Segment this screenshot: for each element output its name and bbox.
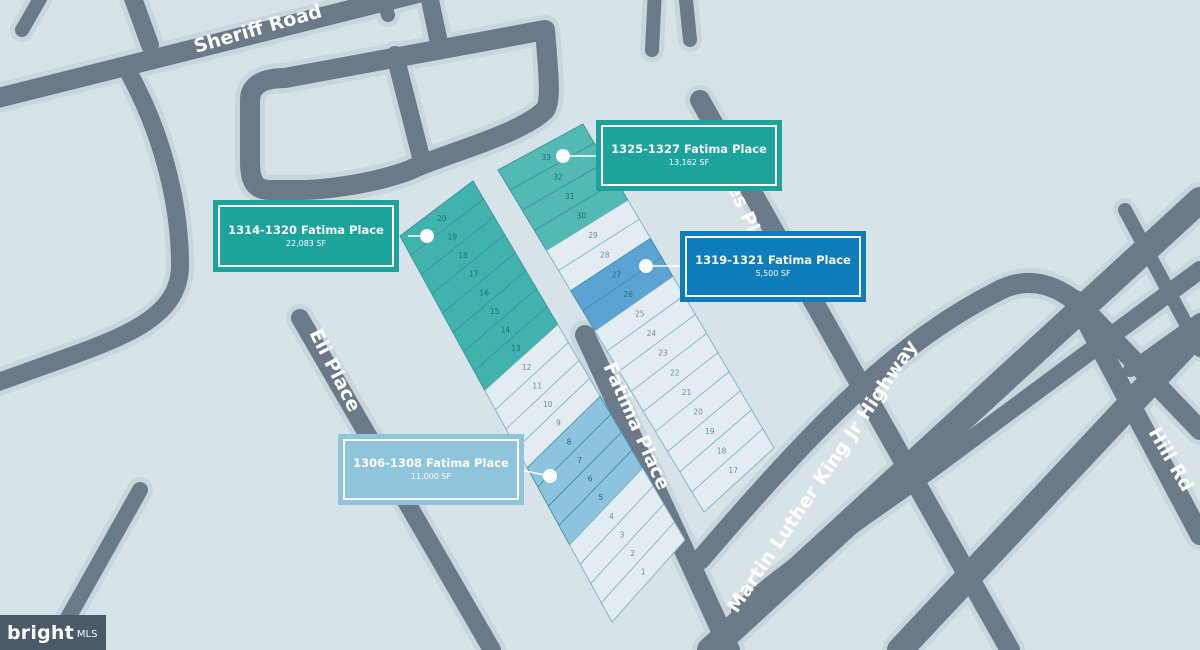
lot-number: 4	[609, 512, 614, 521]
road-g	[386, 46, 432, 174]
parcel-area: 11,000 SF	[410, 472, 452, 481]
road-b	[421, 0, 447, 47]
lot-block-east: 33 32 31 30 29 28 27 26 25 24 23 22 21 20 19 18 17	[497, 123, 775, 513]
lot-east-17	[691, 428, 775, 513]
lot-number: 23	[658, 349, 668, 358]
anchor-dot-2	[639, 259, 653, 273]
lot-number: 18	[458, 251, 468, 260]
lot-number: 9	[556, 419, 561, 428]
anchor-dot-3	[543, 469, 557, 483]
road-e	[645, 0, 662, 57]
parcel-area: 22,083 SF	[285, 238, 327, 248]
lot-number: 6	[588, 475, 593, 484]
lot-number: 16	[479, 288, 489, 297]
road-hayes	[690, 90, 1020, 650]
parcel-callout-1306-1308[interactable]: 1306-1308 Fatima Place 11,000 SF	[338, 434, 524, 505]
lot-number: 19	[705, 427, 715, 436]
parcel-title: 1306-1308 Fatima Place	[353, 456, 509, 470]
parcel-callout-1314-1320[interactable]: 1314-1320 Fatima Place 22,083 SF	[213, 200, 399, 272]
bright-mls-logo: bright MLS	[0, 615, 106, 650]
lot-number: 20	[693, 407, 703, 416]
road-c	[375, 0, 395, 22]
lot-number: 11	[532, 381, 542, 390]
lot-number: 12	[522, 363, 532, 372]
road-f	[678, 0, 697, 47]
lot-number: 14	[501, 326, 511, 335]
anchor-dot-1	[556, 149, 570, 163]
lot-number: 21	[682, 388, 692, 397]
lot-number: 19	[448, 232, 458, 241]
lot-number: 1	[641, 568, 646, 577]
parcel-callout-1319-1321[interactable]: 1319-1321 Fatima Place 5,500 SF	[680, 231, 866, 302]
parcel-callout-1325-1327[interactable]: 1325-1327 Fatima Place 13,162 SF	[596, 120, 782, 191]
lot-west-1	[600, 521, 686, 623]
parcel-title: 1319-1321 Fatima Place	[695, 253, 851, 267]
road-d	[15, 0, 48, 37]
lot-number: 17	[469, 270, 479, 279]
lot-number: 15	[490, 307, 500, 316]
lot-blocks: 2019181716151413121110987654321333231302…	[399, 123, 775, 623]
parcel-title: 1325-1327 Fatima Place	[611, 142, 767, 156]
road-west	[0, 66, 189, 391]
logo-wordmark: bright	[7, 621, 74, 644]
road-sheriff	[0, 0, 432, 108]
road-east	[1123, 313, 1200, 377]
lot-number: 29	[588, 231, 598, 240]
lot-number: 32	[553, 172, 563, 181]
lot-number: 31	[565, 192, 575, 201]
lot-number: 30	[577, 212, 587, 221]
parcel-title: 1314-1320 Fatima Place	[228, 222, 384, 237]
parcel-area: 13,162 SF	[668, 158, 710, 167]
lot-number: 10	[543, 400, 553, 409]
callout-leaders	[408, 149, 686, 483]
lot-number: 5	[598, 493, 603, 502]
lot-number: 26	[623, 290, 633, 299]
road-mlk3	[690, 273, 1200, 570]
lot-number: 18	[717, 447, 727, 456]
lot-number: 13	[511, 344, 521, 353]
lot-number: 7	[577, 456, 582, 465]
lot-number: 33	[542, 153, 552, 162]
lot-number: 28	[600, 251, 610, 260]
lot-number: 25	[635, 310, 645, 319]
lot-number: 20	[437, 214, 447, 223]
lot-number: 17	[728, 466, 738, 475]
lot-number: 22	[670, 368, 680, 377]
lot-number: 24	[647, 329, 657, 338]
lot-number: 8	[567, 437, 572, 446]
logo-mls: MLS	[76, 629, 98, 640]
lot-number: 27	[612, 270, 622, 279]
road-a	[124, 0, 159, 54]
road-ramp	[731, 261, 1200, 619]
parcel-area: 5,500 SF	[755, 269, 791, 278]
road-loop	[240, 20, 559, 200]
anchor-dot-0	[420, 229, 434, 243]
lot-number: 3	[620, 530, 625, 539]
lot-number: 2	[630, 549, 635, 558]
